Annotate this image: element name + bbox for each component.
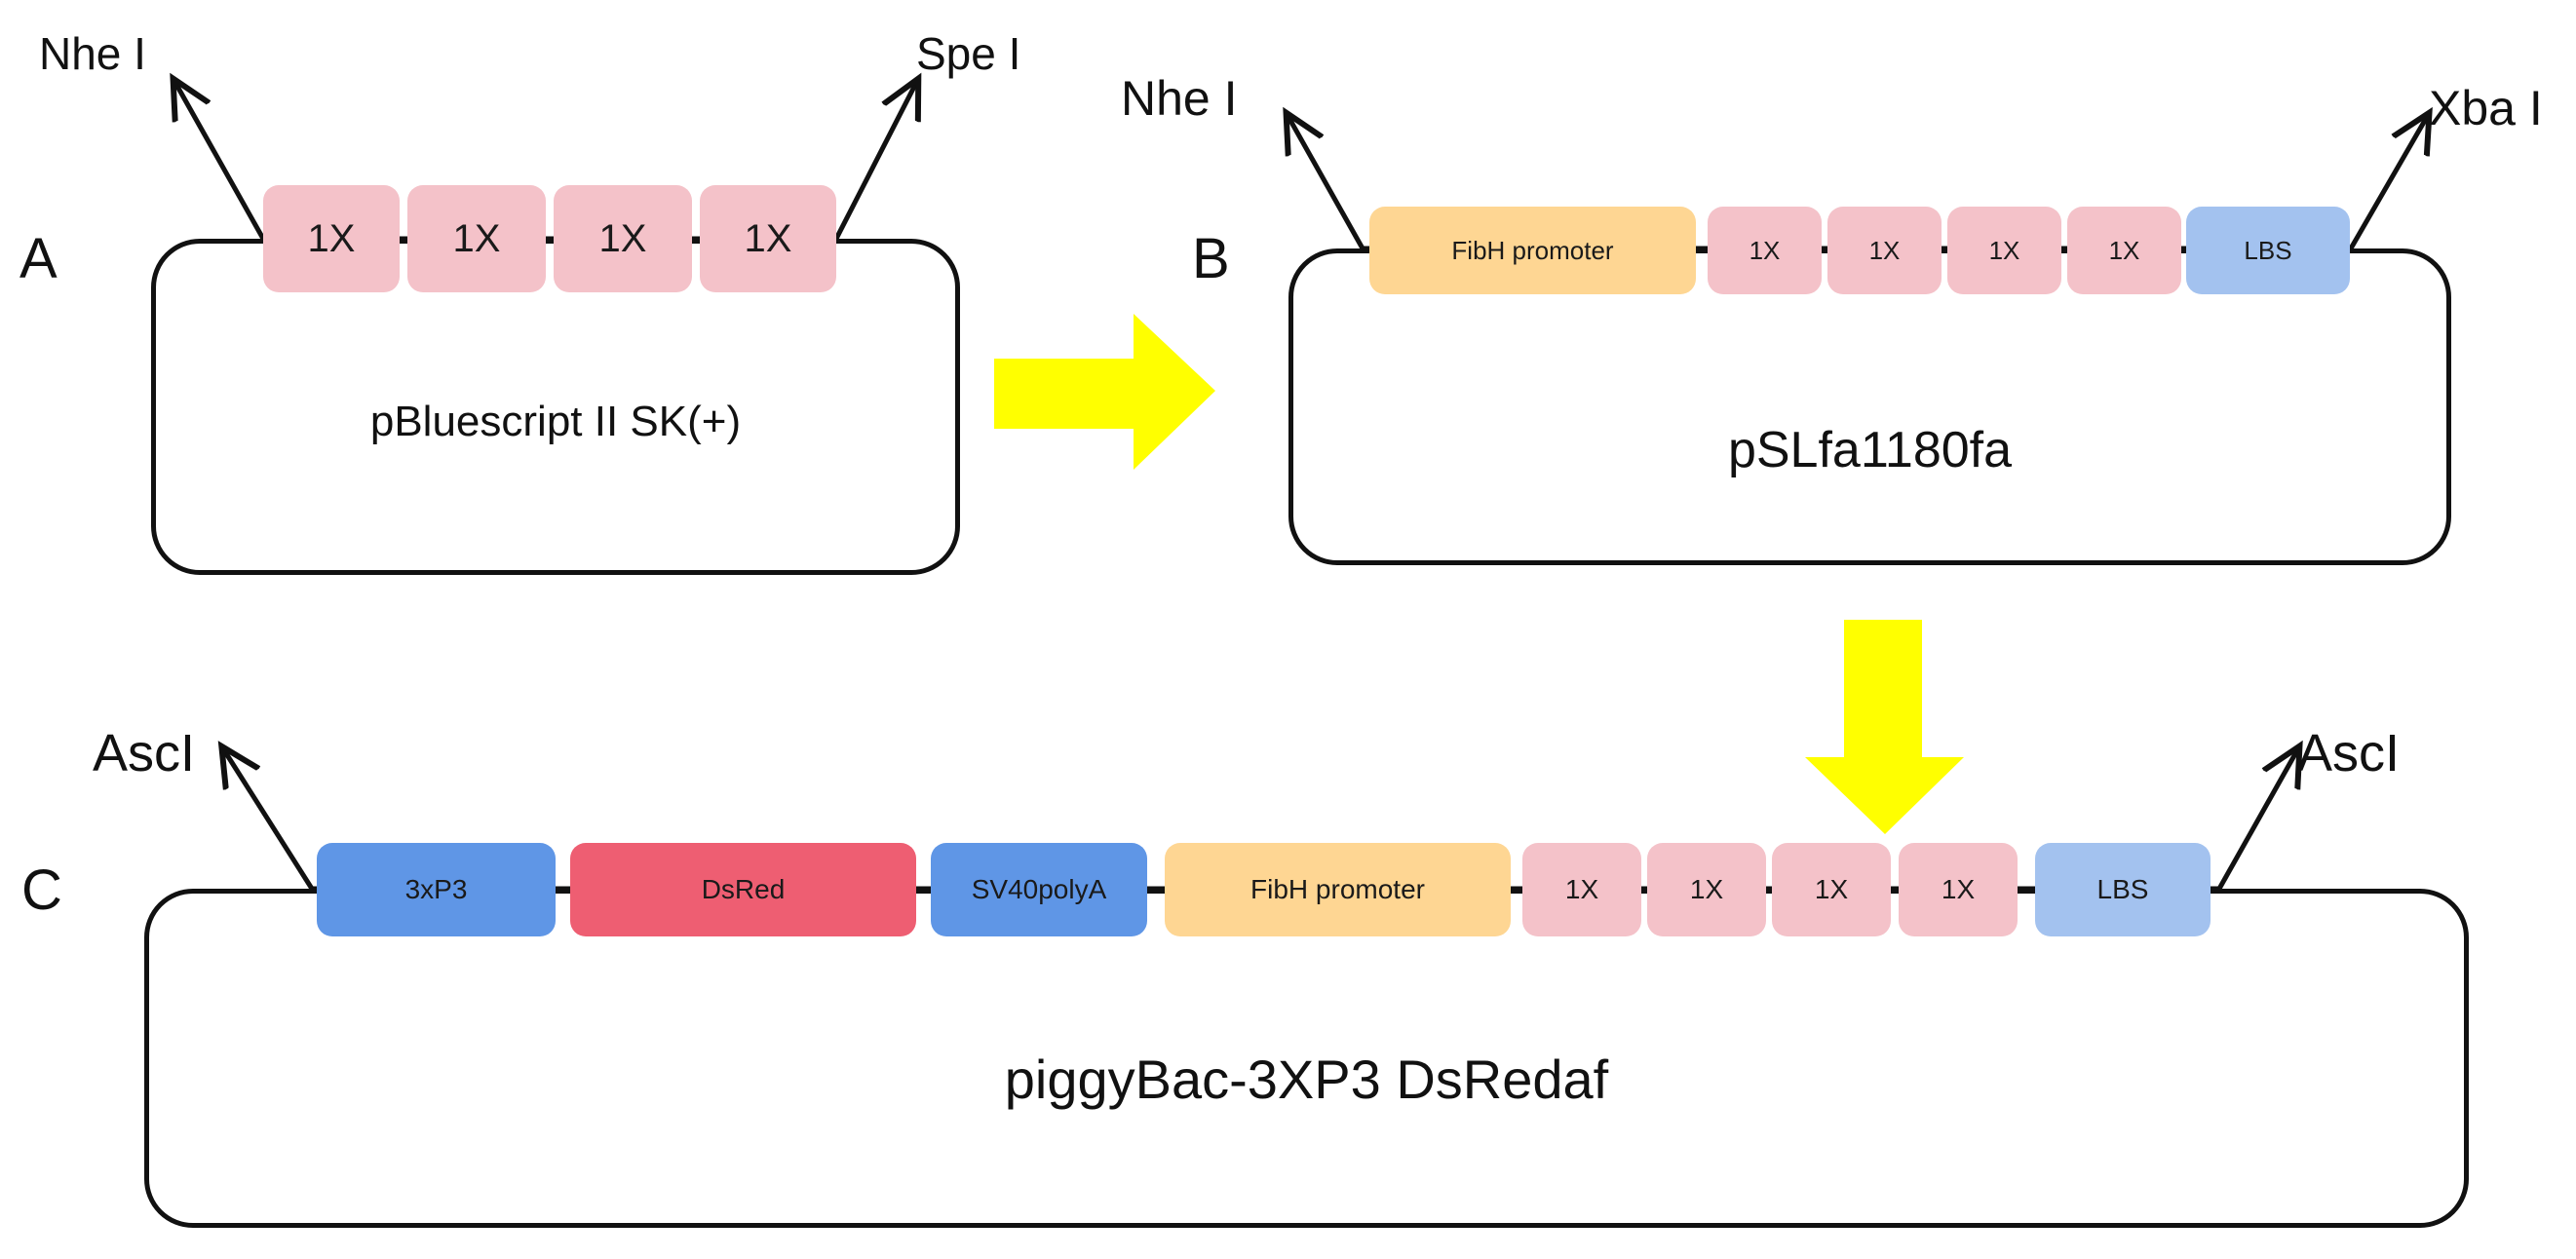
promoter-block: FibH promoter — [1369, 207, 1696, 294]
panel-letter: A — [19, 227, 58, 290]
repeat-1x-block: 1X — [554, 185, 692, 292]
right-flow-arrow — [994, 314, 1215, 470]
repeat-1x-block: 1X — [1708, 207, 1822, 294]
down-flow-arrow — [1805, 620, 1964, 834]
restriction-site-label: Spe I — [916, 28, 1021, 79]
dsred-block: DsRed — [570, 843, 916, 936]
restriction-site-label: AscI — [2297, 724, 2401, 782]
repeat-1x-block: 1X — [1522, 843, 1641, 936]
restriction-site-label: Xba I — [2429, 81, 2543, 135]
repeat-1x-block: 1X — [2067, 207, 2181, 294]
panel-a-left-site-arrow — [175, 83, 266, 241]
panel-c-left-site-arrow — [224, 750, 315, 891]
repeat-1x-block: 1X — [1647, 843, 1766, 936]
sv40polya-block: SV40polyA — [931, 843, 1147, 936]
repeat-1x-block: 1X — [407, 185, 546, 292]
panel-b-left-site-arrow — [1288, 117, 1365, 250]
vector-name: pSLfa1180fa — [1727, 422, 2013, 478]
plasmid-backbone — [144, 889, 2469, 1228]
vector-name: pBluescript II SK(+) — [369, 398, 742, 445]
lbs-block: LBS — [2186, 207, 2350, 294]
restriction-site-label: Nhe I — [39, 28, 146, 79]
repeat-1x-block: 1X — [1947, 207, 2061, 294]
promoter-block: FibH promoter — [1165, 843, 1511, 936]
panel-c-right-site-arrow — [2216, 750, 2297, 891]
repeat-1x-block: 1X — [1827, 207, 1942, 294]
vector-name: piggyBac-3XP3 DsRedaf — [1004, 1049, 1609, 1110]
repeat-1x-block: 1X — [263, 185, 400, 292]
panel-letter: C — [21, 858, 62, 922]
plasmid-backbone — [1288, 248, 2451, 565]
repeat-1x-block: 1X — [700, 185, 836, 292]
lbs-block: LBS — [2035, 843, 2211, 936]
repeat-1x-block: 1X — [1772, 843, 1891, 936]
3xp3-block: 3xP3 — [317, 843, 556, 936]
repeat-1x-block: 1X — [1899, 843, 2018, 936]
restriction-site-label: Nhe I — [1121, 71, 1238, 126]
panel-a-right-site-arrow — [833, 83, 916, 241]
panel-b-right-site-arrow — [2348, 117, 2427, 250]
restriction-site-label: AscI — [93, 724, 196, 782]
panel-letter: B — [1192, 227, 1230, 290]
